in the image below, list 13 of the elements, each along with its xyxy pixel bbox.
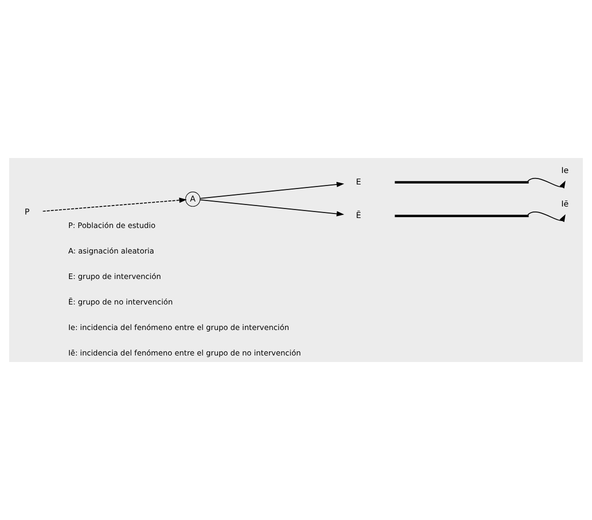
arrow — [200, 182, 344, 199]
node-circle: A — [185, 192, 200, 207]
node-bar — [394, 181, 529, 184]
arrow — [527, 212, 566, 222]
arrow — [200, 199, 344, 216]
node-text: P — [24, 206, 30, 217]
arrow — [42, 198, 187, 212]
node-text: E — [356, 176, 362, 186]
arrow — [527, 178, 566, 188]
node-bar — [394, 214, 529, 218]
node-text: Iē — [561, 198, 569, 209]
node-text: Ē — [356, 210, 362, 220]
node-text: Ie — [561, 164, 569, 175]
